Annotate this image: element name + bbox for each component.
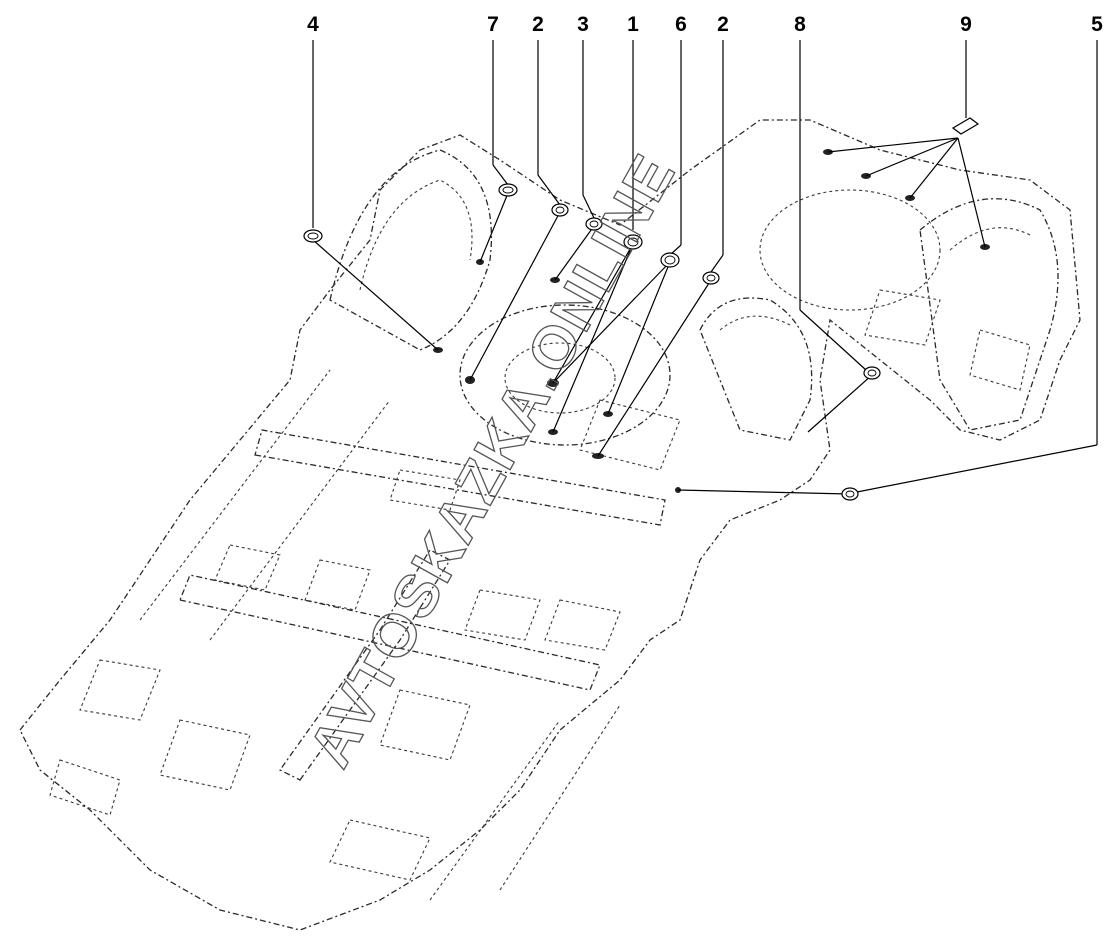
plug-8 <box>863 366 881 380</box>
plug-1 <box>623 234 643 250</box>
leader-lines <box>312 40 1098 495</box>
plug-3 <box>585 217 603 231</box>
callout-2-left: 2 <box>532 13 544 36</box>
callout-8: 8 <box>794 13 806 36</box>
plug-7 <box>498 183 518 197</box>
plug-4 <box>303 229 323 243</box>
callout-4: 4 <box>307 13 319 36</box>
callout-1: 1 <box>627 13 639 36</box>
callout-numbers: 4 7 2 3 1 6 2 8 9 5 <box>307 13 1103 36</box>
callout-5: 5 <box>1091 13 1103 36</box>
plug-5 <box>841 487 859 501</box>
plugs <box>303 117 980 501</box>
callout-6: 6 <box>675 13 687 36</box>
vehicle-underbody <box>19 119 1081 931</box>
callout-2-right: 2 <box>717 13 729 36</box>
plug-6 <box>660 252 680 268</box>
plug-2-right <box>702 271 720 285</box>
patch-9 <box>951 117 980 135</box>
callout-9: 9 <box>960 13 972 36</box>
callout-3: 3 <box>577 13 589 36</box>
callout-7: 7 <box>487 13 499 36</box>
plug-2-left <box>551 203 569 217</box>
